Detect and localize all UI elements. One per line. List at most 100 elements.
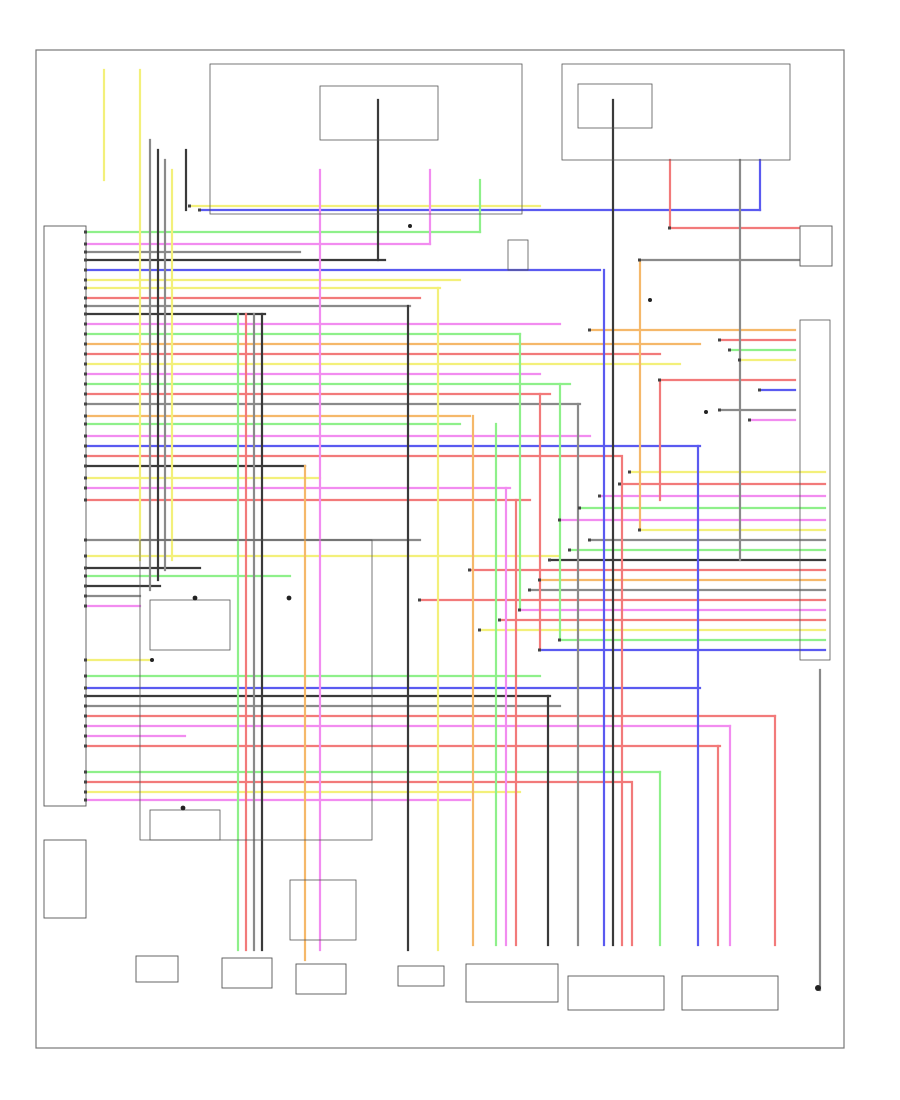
pin-terminal [538, 578, 541, 582]
pin-terminal [84, 780, 87, 784]
pin-terminal [84, 476, 87, 480]
pin-terminal [84, 744, 87, 748]
pin-terminal [84, 296, 87, 300]
pin-terminal [628, 470, 631, 474]
engine-control-module [43, 225, 87, 807]
pin-terminal [84, 574, 87, 578]
switch-group [289, 879, 357, 941]
pin-terminal [84, 486, 87, 490]
pin-terminal [738, 358, 741, 362]
ground-icon [815, 985, 821, 991]
pin-terminal [588, 538, 591, 542]
pin-terminal [84, 258, 87, 262]
pin-terminal [528, 588, 531, 592]
pin-terminal [84, 454, 87, 458]
pin-terminal [84, 790, 87, 794]
pin-terminal [748, 418, 751, 422]
components-layer [43, 63, 833, 1011]
pin-terminal [84, 322, 87, 326]
pin-terminal [84, 392, 87, 396]
sub-module-a [149, 599, 231, 651]
pin-terminal [84, 594, 87, 598]
pin-terminal [84, 312, 87, 316]
pin-terminal [84, 242, 87, 246]
pin-terminal [84, 498, 87, 502]
wires-layer [84, 68, 827, 992]
pin-terminal [718, 408, 721, 412]
pin-terminal [84, 566, 87, 570]
pin-terminal [84, 278, 87, 282]
pin-terminal [668, 226, 671, 230]
gateway-connector [799, 319, 831, 661]
pin-terminal [84, 538, 87, 542]
pin-terminal [84, 464, 87, 468]
connector-icon [648, 298, 652, 302]
pin-terminal [478, 628, 481, 632]
pin-terminal [84, 382, 87, 386]
left-bank-sensor [465, 963, 559, 1003]
pin-terminal [84, 286, 87, 290]
pin-terminal [568, 548, 571, 552]
pin-terminal [84, 798, 87, 802]
pin-terminal [84, 734, 87, 738]
connector-icon [150, 658, 154, 662]
pin-terminal [538, 648, 541, 652]
body-control-module [43, 839, 87, 919]
pin-terminal [84, 770, 87, 774]
pin-terminal [84, 250, 87, 254]
pin-terminal [188, 204, 191, 208]
pin-terminal [84, 554, 87, 558]
pin-terminal [84, 714, 87, 718]
pin-terminal [84, 422, 87, 426]
ground-icon [192, 595, 198, 601]
air-fuel-sensor [397, 965, 445, 987]
fan-relay [577, 83, 653, 129]
pin-terminal [418, 598, 421, 602]
connector-icon [408, 224, 412, 228]
shift-lock-solenoid [507, 239, 529, 271]
right-oxygen-sensor [681, 975, 779, 1011]
pin-terminal [84, 444, 87, 448]
brake-pedal-switch [295, 963, 347, 995]
pin-terminal [84, 724, 87, 728]
ground-icon [286, 595, 292, 601]
accelerator-pedal-sensor [135, 955, 179, 983]
pin-terminal [638, 258, 641, 262]
pin-terminal [84, 304, 87, 308]
pin-terminal [84, 332, 87, 336]
pin-terminal [84, 414, 87, 418]
pin-terminal [548, 558, 551, 562]
ground-icon [180, 805, 186, 811]
pin-terminal [718, 338, 721, 342]
diagram-frame [35, 49, 845, 1049]
sensor-connector [799, 225, 833, 267]
pin-terminal [638, 528, 641, 532]
fuse-relay-block [209, 63, 523, 215]
pin-terminal [84, 372, 87, 376]
pin-terminal [84, 362, 87, 366]
pin-terminal [84, 704, 87, 708]
pin-terminal [84, 604, 87, 608]
pin-terminal [728, 348, 731, 352]
pin-terminal [84, 584, 87, 588]
pin-terminal [84, 230, 87, 234]
pin-terminal [84, 402, 87, 406]
sub-module-b [149, 809, 221, 841]
pin-terminal [658, 378, 661, 382]
pin-terminal [598, 494, 601, 498]
pin-terminal [558, 518, 561, 522]
pins-layer [84, 204, 761, 802]
pin-terminal [84, 658, 87, 662]
pin-terminal [588, 328, 591, 332]
pin-terminal [84, 434, 87, 438]
pin-terminal [84, 686, 87, 690]
relay-box [561, 63, 791, 161]
left-oxygen-sensor [567, 975, 665, 1011]
pin-terminal [468, 568, 471, 572]
pin-terminal [84, 674, 87, 678]
pin-terminal [518, 608, 521, 612]
pin-terminal [758, 388, 761, 392]
pin-terminal [84, 694, 87, 698]
pin-terminal [198, 208, 201, 212]
